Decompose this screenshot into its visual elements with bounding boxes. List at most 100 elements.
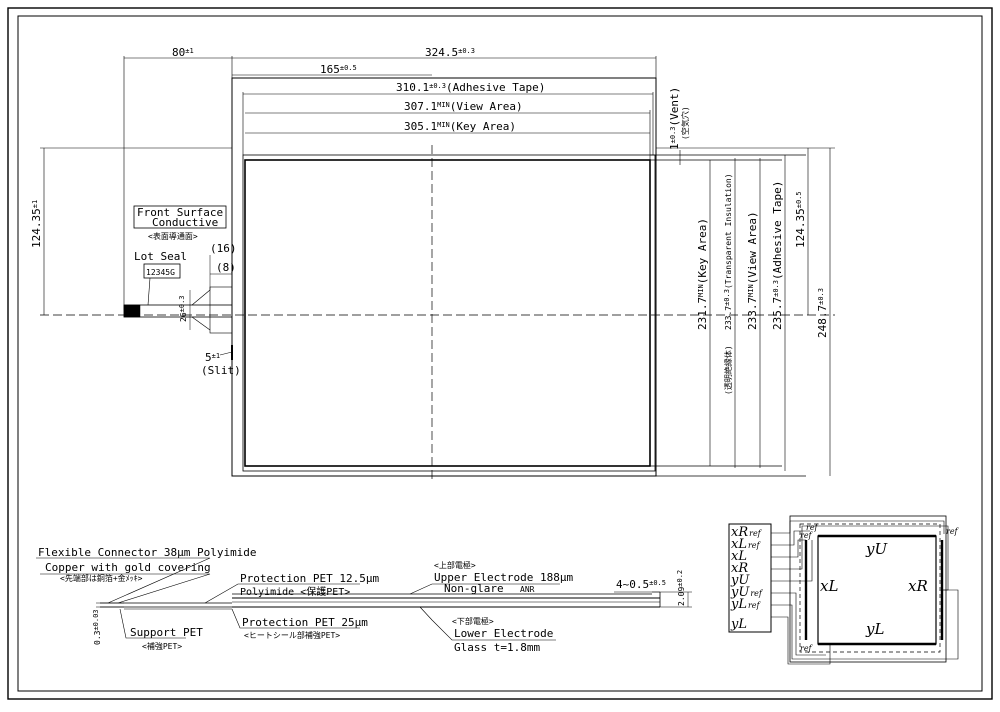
dim-overall-width: 324.5±0.3 bbox=[425, 46, 475, 59]
fpc-neck-top bbox=[191, 289, 211, 306]
dim-total-thickness: 2.09±0.2 bbox=[676, 570, 686, 606]
pin-4-label: xR bbox=[731, 561, 748, 576]
dim-fpc-offset: 165±0.5 bbox=[320, 63, 357, 76]
slit-label: (Slit) bbox=[201, 364, 241, 377]
svg-text:231.7MIN(Key Area): 231.7MIN(Key Area) bbox=[696, 218, 709, 330]
pinout-labels: xRref xLref xL xR yU yUref yLref yL yU y… bbox=[730, 523, 960, 653]
dim-insulation-height-jp: (透明絶縁体) bbox=[723, 345, 733, 395]
svg-text:235.7±0.3(Adhesive Tape): 235.7±0.3(Adhesive Tape) bbox=[771, 181, 784, 330]
dim-overall-height: 248.7±0.3 bbox=[816, 288, 829, 338]
key-area-outline bbox=[244, 159, 651, 467]
copper-leader bbox=[40, 573, 211, 604]
protection-pet-bottom-label: Protection PET 25μm bbox=[242, 616, 368, 629]
dim-26: 26±0.3 bbox=[178, 296, 188, 323]
upper-electrode-label: Upper Electrode 188μm bbox=[434, 571, 573, 584]
fpc-contacts bbox=[123, 304, 141, 318]
lower-electrode-label: Lower Electrode bbox=[454, 627, 553, 640]
lot-seal-value: 12345G bbox=[146, 268, 175, 277]
pinout-label-top: yU bbox=[865, 540, 888, 558]
panel-outline bbox=[231, 77, 657, 477]
lot-seal-label: Lot Seal bbox=[134, 250, 187, 263]
top-view-labels: 80±1 324.5±0.3 165±0.5 310.1±0.3(Adhesiv… bbox=[30, 46, 829, 395]
fpc-flange bbox=[209, 286, 233, 334]
protection-pet-top-label: Protection PET 12.5μm bbox=[240, 572, 379, 585]
lower-electrode-leader bbox=[419, 606, 556, 641]
support-pet-label: Support PET bbox=[130, 626, 203, 639]
pin-7-label: yLref bbox=[730, 597, 762, 612]
dim-adhesive-height: 235.7±0.3(Adhesive Tape) bbox=[771, 181, 784, 330]
pinout-panel-dashed bbox=[799, 523, 941, 653]
pinout-label-bottom: yL bbox=[865, 620, 884, 638]
dim-16: (16) bbox=[210, 242, 237, 255]
pinout-panel-outer bbox=[789, 515, 947, 663]
protection-pet-top-leader bbox=[204, 583, 360, 604]
dim-fpc-length: 80±1 bbox=[172, 46, 194, 59]
dim-edge-thickness: 4~0.5±0.5 bbox=[616, 578, 666, 591]
fpc-neck-bottom bbox=[191, 316, 211, 331]
pinout-ref-mark-1: ref bbox=[806, 523, 820, 532]
dim-view-width: 307.1MIN(View Area) bbox=[404, 100, 523, 113]
outer-border bbox=[7, 7, 993, 700]
pinout-ref-mark-2: ref bbox=[800, 531, 814, 540]
support-pet-label-jp: <補強PET> bbox=[142, 641, 182, 651]
flex-connector-leader bbox=[36, 557, 211, 604]
anr-label: ANR bbox=[520, 585, 535, 594]
non-glare-label: Non-glare bbox=[444, 582, 504, 595]
pinout-ref-mark-3: ref bbox=[946, 527, 960, 536]
dim-right-half-height: 124.35±0.5 bbox=[794, 191, 807, 248]
front-surface-label-1: Front Surface bbox=[137, 206, 223, 219]
pinout-pin-box bbox=[728, 523, 772, 633]
front-surface-label-jp: <表面導通面> bbox=[148, 231, 198, 241]
flex-connector-label: Flexible Connector 38μm Polyimide bbox=[38, 546, 257, 559]
svg-text:(空気穴): (空気穴) bbox=[680, 106, 690, 140]
dim-slit: 5±1 bbox=[205, 351, 220, 364]
inner-border bbox=[17, 15, 983, 692]
upper-electrode-label-jp: <上部電極> bbox=[434, 560, 476, 570]
pin-1-label: xRref bbox=[731, 525, 763, 540]
section-view-labels: Flexible Connector 38μm Polyimide Copper… bbox=[38, 546, 686, 654]
pin-list: xRref xLref xL xR yU yUref yLref yL bbox=[730, 525, 764, 632]
pin-5-label: yU bbox=[730, 573, 750, 588]
pinout-wire-5 bbox=[771, 540, 813, 582]
dim-adhesive-width: 310.1±0.3(Adhesive Tape) bbox=[396, 81, 545, 94]
protection-pet-bottom-label-jp: <ヒートシール部補強PET> bbox=[244, 630, 340, 640]
pinout-wire-7 bbox=[771, 589, 959, 660]
front-surface-box bbox=[133, 205, 227, 229]
dim-left-half-height: 124.35±1 bbox=[30, 200, 43, 248]
top-view bbox=[40, 56, 835, 480]
dim-key-width: 305.1MIN(Key Area) bbox=[404, 120, 516, 133]
copper-label-jp: <先端部は銅箔+金ﾒｯｷ> bbox=[60, 573, 143, 583]
dim-insulation-height: 233.7±0.3(Transparent Insulation) bbox=[723, 173, 733, 330]
pinout-label-left: xL bbox=[820, 577, 838, 595]
svg-text:0.3±0.03: 0.3±0.03 bbox=[92, 609, 102, 645]
polyimide-label: Polyimide <保護PET> bbox=[240, 585, 350, 598]
dim-view-height: 233.7MIN(View Area) bbox=[746, 211, 759, 330]
support-pet-leader bbox=[119, 608, 186, 639]
slit-leader bbox=[219, 351, 233, 356]
protection-pet-bottom-leader bbox=[231, 608, 360, 629]
dim-key-height: 231.7MIN(Key Area) bbox=[696, 218, 709, 330]
front-surface-label-2: Conductive bbox=[152, 216, 218, 229]
svg-text:(透明絶縁体): (透明絶縁体) bbox=[723, 345, 733, 395]
copper-label: Copper with gold covering bbox=[45, 561, 211, 574]
pin-8-label: yL bbox=[730, 617, 747, 632]
pinout-diagram bbox=[728, 515, 959, 665]
svg-text:2.09±0.2: 2.09±0.2 bbox=[676, 570, 686, 606]
dim-8: (8) bbox=[216, 261, 236, 274]
upper-electrode-leader bbox=[409, 583, 560, 595]
svg-text:124.35±0.5: 124.35±0.5 bbox=[794, 191, 807, 248]
svg-text:248.7±0.3: 248.7±0.3 bbox=[816, 288, 829, 338]
svg-text:233.7±0.3(Transparent Insulati: 233.7±0.3(Transparent Insulation) bbox=[723, 173, 733, 330]
dim-fpc-thickness: 0.3±0.03 bbox=[92, 609, 102, 645]
pinout-ref-mark-4: ref bbox=[800, 644, 814, 653]
svg-text:124.35±1: 124.35±1 bbox=[30, 200, 43, 248]
svg-text:1±0.3(Vent): 1±0.3(Vent) bbox=[668, 87, 681, 150]
svg-text:233.7MIN(View Area): 233.7MIN(View Area) bbox=[746, 211, 759, 330]
section-view bbox=[36, 557, 692, 641]
pinout-wire-8 bbox=[771, 616, 831, 665]
pinout-wire-6 bbox=[771, 592, 826, 656]
pinout-wire-3 bbox=[771, 539, 806, 558]
pinout-wire-1 bbox=[771, 520, 945, 534]
